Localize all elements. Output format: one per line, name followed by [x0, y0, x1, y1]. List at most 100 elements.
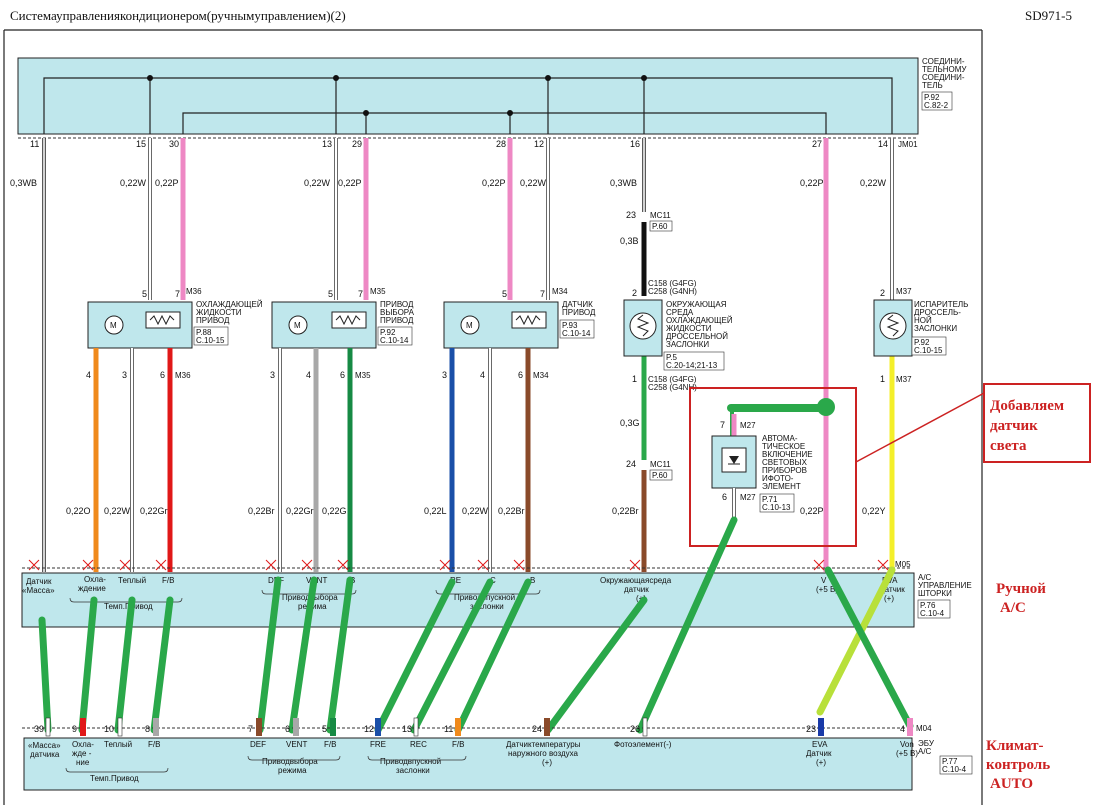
actuator3-pin-3: 3: [442, 370, 447, 380]
actuator1-pin-4: 4: [86, 370, 91, 380]
ecu-t-4: ние: [76, 758, 90, 767]
wire-label-30: 0,22P: [155, 178, 179, 188]
ecu-pin-11: 11: [444, 724, 453, 734]
ac-t-2: Охла-: [84, 575, 106, 584]
ecu-box: [23, 737, 913, 791]
evap-ref-2: C.10-15: [914, 346, 943, 355]
ac-manual-label-2: УПРАВЛЕНИЕ: [918, 581, 972, 590]
pin-top-11: 11: [30, 139, 39, 149]
top-connector-ref-1: P.92: [924, 93, 940, 102]
actuator2-pin-4: 4: [306, 370, 311, 380]
ecu-t-21: Фотоэлемент(-): [614, 740, 672, 749]
actuator1-pin-7: 7: [175, 289, 180, 299]
wire-label-14: 0,22W: [860, 178, 887, 188]
light-pin-top: 7: [720, 420, 725, 430]
ac-t-12: RE: [450, 576, 461, 585]
light-name-1: АВТОМА-: [762, 434, 798, 443]
pin-top-29: 29: [352, 139, 362, 149]
evap-wire: 0,22Y: [862, 506, 886, 516]
ambient-mc-bot: MC11: [650, 460, 671, 469]
ac-t-17: Окружающаясреда: [600, 576, 672, 585]
light-pin-bottom: 6: [722, 492, 727, 502]
actuator2-pin-7: 7: [358, 289, 363, 299]
actuator3-pin-6: 6: [518, 370, 523, 380]
wire-label-28: 0,22P: [482, 178, 506, 188]
ac-t-5: F/B: [162, 576, 174, 585]
top-connector-label-1: СОЕДИНИ-: [922, 57, 965, 66]
actuator2-name-3: ПРИВОД: [380, 316, 414, 325]
pin-top-30: 30: [169, 139, 179, 149]
ambient-name-4: ЖИДКОСТИ: [666, 324, 712, 333]
annot-add-1: Добавляем: [990, 398, 1064, 414]
light-name-6: ИФОТО-: [762, 474, 794, 483]
wire-0-22G: 0,22G: [322, 506, 347, 516]
page-code: SD971-5: [1025, 8, 1072, 23]
ac-t-20: V: [821, 576, 827, 585]
annot-add-3: света: [990, 438, 1027, 454]
top-connector-label-2: ТЕЛЬНОМУ: [922, 65, 967, 74]
ac-manual-ref-1: P.76: [920, 601, 936, 610]
wire-label-15: 0,22W: [120, 178, 147, 188]
ac-t-1: «Масса»: [22, 586, 55, 595]
svg-text:M: M: [294, 321, 301, 330]
evap-name-1: ИСПАРИТЕЛЬ: [914, 300, 968, 309]
ecu-t-14: REC: [410, 740, 427, 749]
ambient-name-6: ЗАСЛОНКИ: [666, 340, 709, 349]
ecu-t-18: Датчиктемпературы: [506, 740, 581, 749]
ambient-wire-1: 0,3B: [620, 236, 639, 246]
actuator3-pin-7: 7: [540, 289, 545, 299]
ac-manual-ref-2: C.10-4: [920, 609, 945, 618]
ambient-ref-2: C.20-14;21-13: [666, 361, 718, 370]
actuator1-ref-2: C.10-15: [196, 336, 225, 345]
ac-t-16: заслонки: [470, 602, 504, 611]
ecu-t-12: режима: [278, 766, 307, 775]
ac-t-24: (+): [884, 594, 894, 603]
ambient-name-5: ДРОССЕЛЬНОЙ: [666, 332, 728, 341]
ecu-id: M04: [916, 724, 932, 733]
light-name-3: ВКЛЮЧЕНИЕ: [762, 450, 813, 459]
ac-manual-label-1: A/C: [918, 573, 932, 582]
actuator3-pin-5: 5: [502, 289, 507, 299]
ecu-t-3: жде -: [72, 749, 92, 758]
ecu-pin-10: 10: [104, 724, 114, 734]
ambient-ctop-1: C158 (G4FG): [648, 279, 697, 288]
ac-t-23: датчик: [880, 585, 905, 594]
ambient-mc-top-pin: 23: [626, 210, 636, 220]
actuator2-ref-2: C.10-14: [380, 336, 409, 345]
ambient-mc-top-ref: P.60: [652, 222, 668, 231]
ecu-t-13: FRE: [370, 740, 386, 749]
ecu-pin-7: 7: [248, 724, 253, 734]
wire-label-13: 0,22W: [304, 178, 331, 188]
actuator1-name-3: ПРИВОД: [196, 316, 230, 325]
ecu-pin-24: 24: [532, 724, 542, 734]
ecu-t-10: F/B: [324, 740, 336, 749]
wire-label-16: 0,3WB: [610, 178, 637, 188]
ambient-mc-top: MC11: [650, 211, 671, 220]
wire-label-29: 0,22P: [338, 178, 362, 188]
actuator2-pin-6: 6: [340, 370, 345, 380]
ecu-t-11: Приводвыбора: [262, 757, 318, 766]
actuator2-pin-5: 5: [328, 289, 333, 299]
svg-text:M: M: [466, 321, 473, 330]
light-name-7: ЭЛЕМЕНТ: [762, 482, 801, 491]
ac-t-18: датчик: [624, 585, 649, 594]
actuator2-ref-1: P.92: [380, 328, 396, 337]
actuator1-name-1: ОХЛАЖДАЮЩЕЙ: [196, 300, 263, 309]
page-title: Системауправлениякондиционером(ручнымупр…: [10, 8, 346, 23]
light-id-bottom: M27: [740, 493, 756, 502]
light-name-2: ТИЧЕСКОЕ: [762, 442, 805, 451]
wire-0-22Br-b: 0,22Br: [498, 506, 525, 516]
ecu-pin-8: 8: [145, 724, 150, 734]
light-ref-1: P.71: [762, 495, 778, 504]
actuator2-pin-3: 3: [270, 370, 275, 380]
ecu-t-25: Von: [900, 740, 914, 749]
actuator2-name-1: ПРИВОД: [380, 300, 414, 309]
ecu-t-7: Темп.Привод: [90, 774, 139, 783]
ecu-label-1: ЭБУ: [918, 739, 935, 748]
ambient-cbot-1: C158 (G4FG): [648, 375, 697, 384]
wire-0-22W-b: 0,22W: [462, 506, 489, 516]
ecu-t-0: «Масса»: [28, 741, 61, 750]
pin-top-28: 28: [496, 139, 506, 149]
ecu-ref-2: C.10-4: [942, 765, 967, 774]
ambient-ctop-2: C258 (G4NH): [648, 287, 697, 296]
